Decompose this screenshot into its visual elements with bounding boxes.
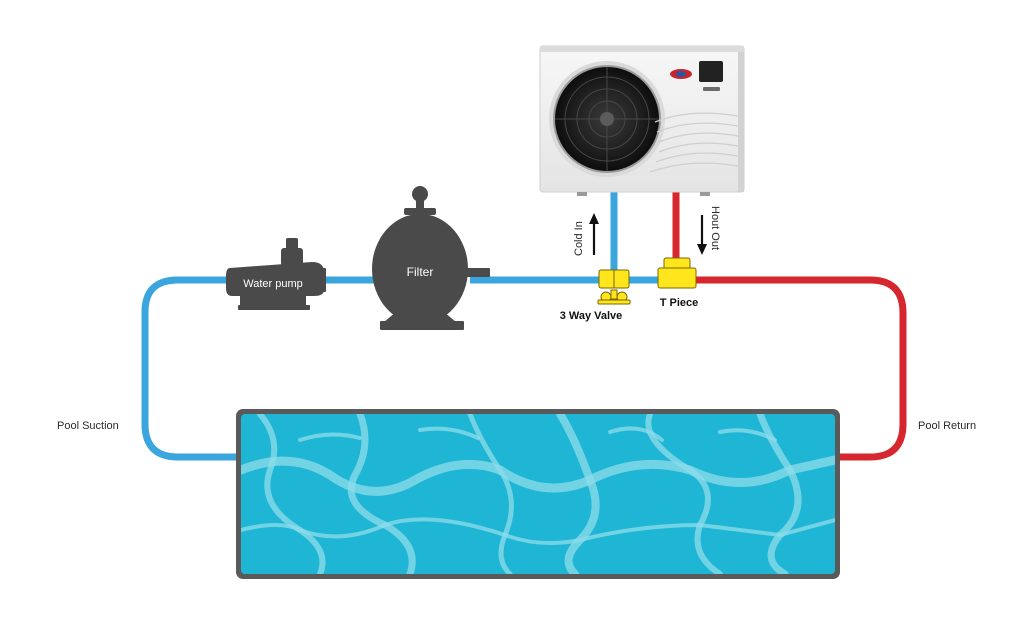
control-panel (699, 61, 723, 82)
water-caustics (241, 414, 835, 574)
cold-pipe-network (141, 192, 664, 461)
cold-in-label: Cold In (573, 221, 585, 256)
hout-out-label: Hout Out (709, 206, 721, 250)
pool-return-pipe (696, 276, 907, 461)
casing-waves (649, 112, 739, 173)
filter-label: Filter (407, 265, 434, 279)
pool-suction-label: Pool Suction (57, 420, 119, 432)
t-piece-label: T Piece (660, 297, 699, 309)
pool-icon (236, 409, 840, 579)
pool-return-label: Pool Return (918, 420, 976, 432)
pool-suction-pipe (141, 276, 240, 461)
water-pump-icon (226, 238, 326, 310)
heat-pump-unit-icon (539, 45, 745, 196)
three-way-valve-icon (597, 269, 631, 305)
three-way-valve-label: 3 Way Valve (560, 310, 623, 322)
sand-filter-icon (372, 186, 490, 330)
arrow-up-icon (589, 213, 599, 255)
t-piece-fitting-icon (657, 257, 697, 289)
arrow-down-icon (697, 215, 707, 255)
water-pump-label: Water pump (243, 278, 303, 290)
hot-pipe-network (672, 192, 907, 461)
